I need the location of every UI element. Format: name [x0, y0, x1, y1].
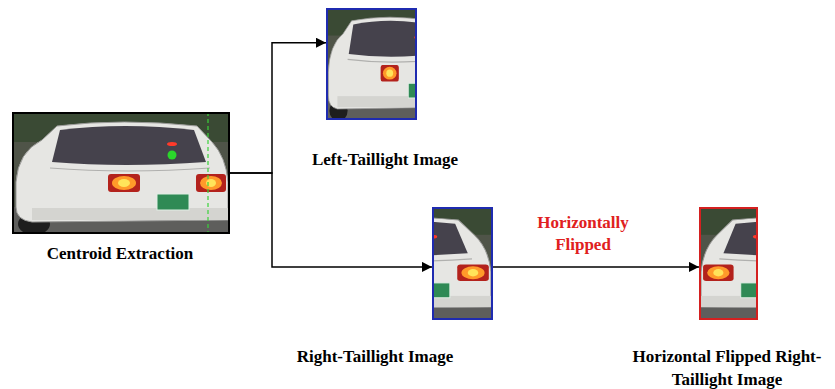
flipped-image-box: Horizontal Flipped Right-Taillight Image [699, 207, 758, 320]
crop-image-box: Right-Taillight Image [432, 207, 493, 320]
arrow-connector [493, 266, 699, 268]
crop-image-box: Left-Taillight Image [326, 8, 417, 120]
caption-text: Left-Taillight Image [280, 148, 490, 171]
caption-text: Horizontal Flipped Right-Taillight Image [627, 345, 827, 389]
arrow-connector [230, 43, 326, 173]
source-image-box: Centroid Extraction [12, 112, 230, 234]
edge-label: Horizontally Flipped [522, 212, 644, 256]
arrow-connector [230, 173, 432, 267]
image-caption: Left-Taillight Image [280, 148, 490, 171]
image-caption: Centroid Extraction [10, 242, 230, 265]
caption-text: Centroid Extraction [10, 242, 230, 265]
image-caption: Right-Taillight Image [265, 345, 485, 368]
image-caption: Horizontal Flipped Right-Taillight Image [627, 345, 827, 389]
caption-text: Right-Taillight Image [265, 345, 485, 368]
